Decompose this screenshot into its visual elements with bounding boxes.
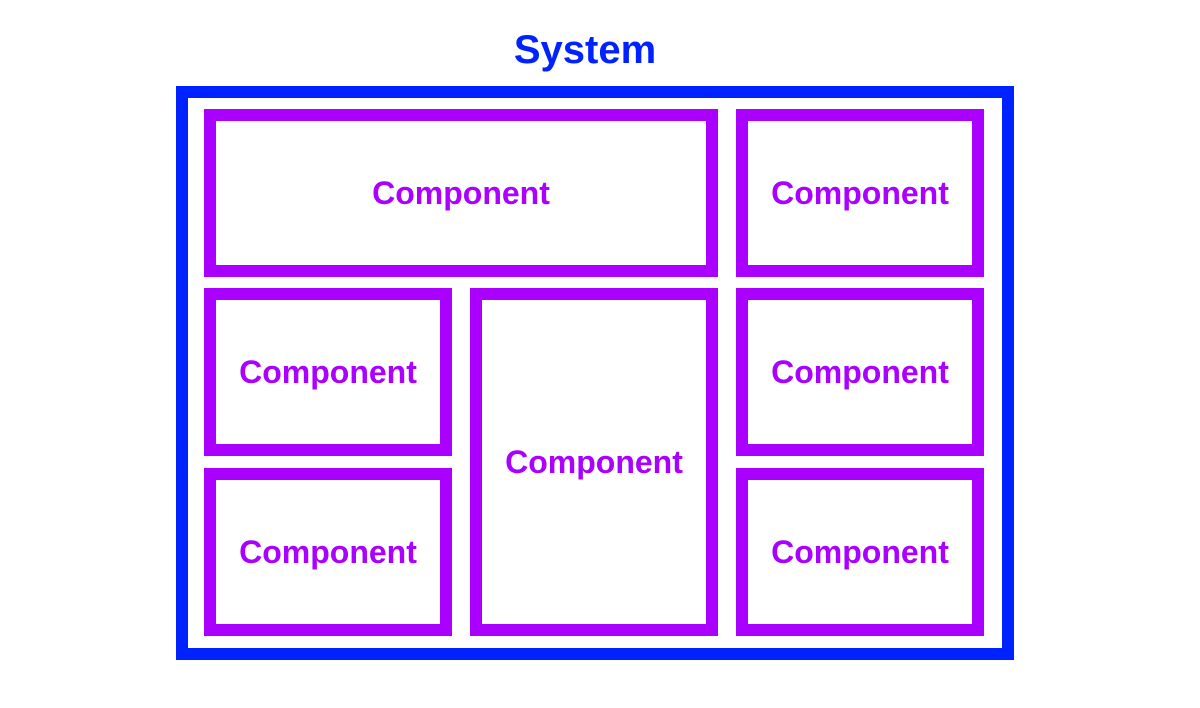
component-bottom-left: Component [204,468,452,636]
component-center-tall: Component [470,288,718,636]
system-title: System [513,28,657,72]
component-label: Component [771,354,949,390]
component-label: Component [505,444,683,480]
component-top-wide: Component [204,109,718,277]
component-label: Component [372,175,550,211]
component-middle-left: Component [204,288,452,456]
component-label: Component [771,534,949,570]
component-bottom-right: Component [736,468,984,636]
component-label: Component [771,175,949,211]
component-top-right: Component [736,109,984,277]
component-middle-right: Component [736,288,984,456]
component-label: Component [239,534,417,570]
component-label: Component [239,354,417,390]
